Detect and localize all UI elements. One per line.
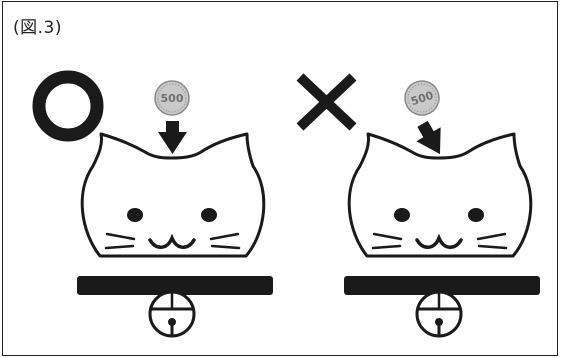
arrow-down-icon (158, 121, 187, 154)
cat-head-correct (77, 134, 273, 336)
panel-incorrect: 500 (300, 77, 540, 336)
coin-icon: 500 (155, 81, 189, 115)
cat-eye-right (468, 208, 484, 222)
illustration: 500 (3, 2, 558, 356)
cat-head-incorrect (344, 134, 540, 336)
cat-bell-icon (417, 292, 461, 336)
cat-eye-left (394, 208, 410, 222)
cat-eye-left (127, 208, 143, 222)
cat-bell-icon (150, 292, 194, 336)
panel-correct: 500 (39, 77, 273, 336)
cat-eye-right (201, 208, 217, 222)
coin-value: 500 (161, 92, 184, 105)
wrong-cross-icon (300, 77, 353, 127)
correct-circle-icon (39, 77, 97, 135)
coin-icon: 500 (401, 77, 444, 120)
